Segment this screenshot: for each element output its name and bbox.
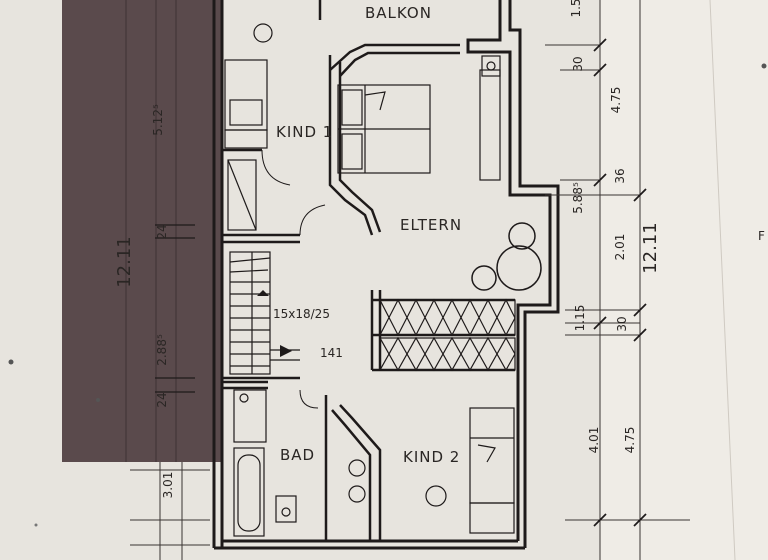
stair-arrow-icon [280, 345, 292, 357]
kind2-furniture [425, 407, 515, 534]
dim-right-d: 36 [613, 168, 627, 183]
dim-left-mid: 2.88⁵ [155, 334, 169, 366]
neighbour-dark-block [62, 0, 222, 462]
neighbour-hatch-lines [125, 0, 177, 462]
dim-left-upper: 5.12⁵ [151, 104, 165, 136]
wardrobe-lower [379, 336, 516, 372]
dim-left-b: 24 [155, 392, 169, 407]
paper-dot [96, 398, 100, 402]
eltern-table [471, 222, 542, 291]
paper-dot [761, 63, 767, 69]
dim-left-lower: 3.01 [161, 472, 175, 499]
paper-dot [8, 359, 14, 365]
room-label-bad: BAD [280, 446, 315, 464]
right-dim-ticks [593, 38, 647, 527]
stair-width-label: 141 [320, 346, 343, 360]
edge-letter: F [758, 229, 765, 243]
dim-right-b: 4.75 [609, 87, 623, 114]
staircase [229, 251, 300, 375]
stair-spec-label: 15x18/25 [273, 307, 330, 321]
exterior-walls [212, 0, 560, 550]
dim-right-a: 30 [571, 56, 585, 71]
eltern-double-bed [337, 84, 431, 174]
door-swings [261, 149, 326, 409]
paper-dot [34, 523, 38, 527]
paper-fold-line [709, 0, 736, 560]
room-label-kind1: KIND 1 [276, 123, 333, 141]
dim-left-total: 12.11 [114, 236, 135, 288]
wardrobe-upper [379, 298, 516, 337]
dim-right-total: 12.11 [640, 222, 661, 274]
paper-right-shade [600, 0, 768, 560]
dim-right-i: 4.75 [623, 427, 637, 454]
stair-arrow-icon [257, 290, 269, 296]
dim-right-g: 30 [615, 316, 629, 331]
dim-right-f: 1.15 [573, 305, 587, 332]
lower-left-dim-lines [130, 462, 210, 560]
dim-right-c: 5.88⁵ [571, 182, 585, 214]
interior-walls [222, 0, 515, 541]
left-dim-marks [155, 224, 195, 393]
dim-left-a: 24 [155, 224, 169, 239]
room-label-eltern: ELTERN [400, 216, 462, 234]
room-label-kind2: KIND 2 [403, 448, 460, 466]
right-dim-lines [545, 0, 690, 560]
kind1-furniture [224, 23, 273, 231]
room-label-balkon: BALKON [365, 4, 432, 22]
bathroom-fixtures [233, 389, 366, 537]
dim-right-e: 2.01 [613, 234, 627, 261]
dim-right-h: 4.01 [587, 427, 601, 454]
eltern-cabinet [479, 55, 501, 181]
dim-right-top: 1.5 [569, 0, 583, 18]
